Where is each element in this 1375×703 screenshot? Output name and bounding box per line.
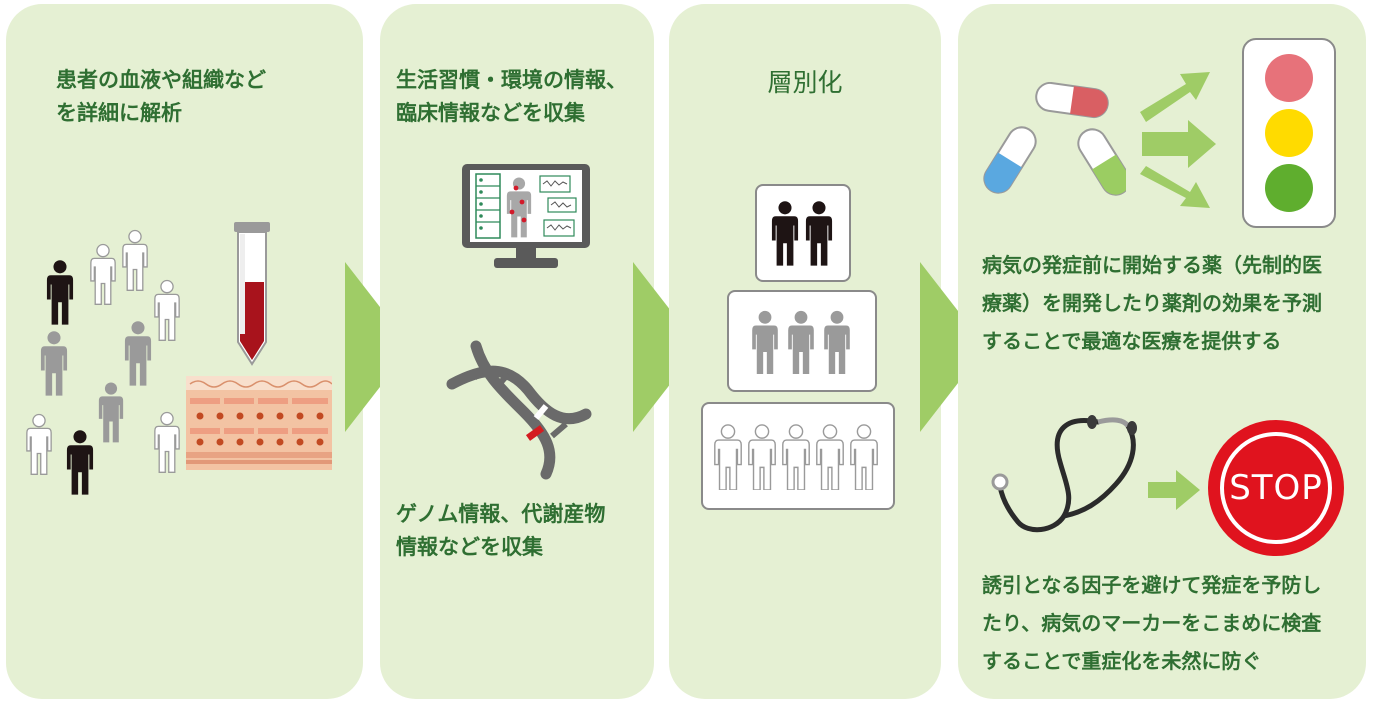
people-group-icon <box>714 424 878 490</box>
step-panel-stratification: 層別化 <box>669 4 941 699</box>
stethoscope-icon <box>991 415 1137 533</box>
stratum-tier-medium <box>727 290 877 392</box>
step3-title: 層別化 <box>767 68 843 97</box>
traffic-light-icon <box>1242 38 1336 228</box>
stop-sign-label: STOP <box>1229 468 1323 508</box>
step4-bottom-caption: 誘引となる因子を避けて発症を予防し たり、病気のマーカーをこまめに検査 すること… <box>982 573 1322 673</box>
patient-crowd-icon <box>26 229 180 495</box>
flow-arrow-right-icon <box>920 262 986 432</box>
monitor-clinical-data-icon <box>462 164 590 268</box>
blood-test-tube-icon <box>234 222 270 366</box>
people-group-icon <box>752 310 850 374</box>
step1-caption: 患者の血液や組織など を詳細に解析 <box>56 68 266 125</box>
signal-red-light <box>1265 54 1313 102</box>
people-group-icon <box>771 201 833 266</box>
result-arrows-icon <box>1140 72 1216 208</box>
step2-bottom-caption: ゲノム情報、代謝産物 情報などを収集 <box>396 502 606 559</box>
stop-sign-icon: STOP <box>1208 420 1344 556</box>
flow-arrow-right-icon <box>633 262 699 432</box>
step-panel-collection: 生活習慣・環境の情報、 臨床情報などを収集 <box>380 4 654 699</box>
step-panel-outcome: 病気の発症前に開始する薬（先制的医 療薬）を開発したり薬剤の効果を予測 すること… <box>958 4 1366 699</box>
medicine-capsules-icon <box>983 82 1126 196</box>
dna-helix-icon <box>446 340 592 480</box>
step4-top-caption: 病気の発症前に開始する薬（先制的医 療薬）を開発したり薬剤の効果を予測 すること… <box>982 253 1322 353</box>
stratum-tier-large <box>701 402 895 510</box>
small-arrow-right-icon <box>1148 470 1200 510</box>
signal-yellow-light <box>1265 109 1313 157</box>
signal-green-light <box>1265 164 1313 212</box>
step2-top-caption: 生活習慣・環境の情報、 臨床情報などを収集 <box>396 68 627 125</box>
stratum-tier-small <box>755 184 851 282</box>
tissue-sample-icon <box>186 376 332 470</box>
step-panel-analysis: 患者の血液や組織など を詳細に解析 <box>6 4 363 699</box>
flow-arrow-right-icon <box>345 262 411 432</box>
